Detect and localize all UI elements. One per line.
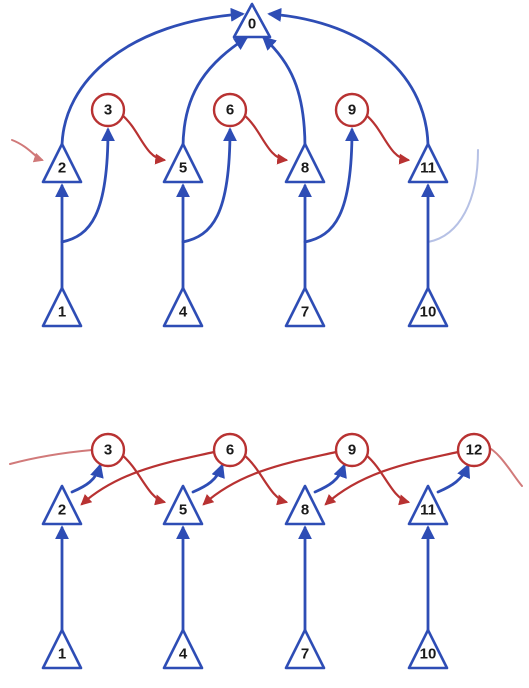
node-1-bottom: 1 — [41, 628, 83, 670]
svg-text:3: 3 — [104, 102, 112, 119]
svg-text:5: 5 — [179, 160, 187, 177]
svg-text:6: 6 — [226, 442, 234, 459]
svg-text:8: 8 — [301, 160, 309, 177]
edge-8-to-9-bottom — [313, 463, 347, 494]
svg-text:2: 2 — [58, 502, 66, 519]
edge-11-to-12-bottom — [436, 463, 471, 494]
node-2-bottom: 2 — [41, 484, 83, 526]
edge-branch-tail-right — [427, 149, 479, 243]
node-10: 10 — [407, 286, 449, 328]
svg-text:9: 9 — [348, 102, 356, 119]
node-4-bottom: 4 — [162, 628, 204, 670]
edge-8-to-0 — [261, 36, 307, 150]
svg-text:2: 2 — [58, 160, 66, 177]
edge-5-to-6-bottom — [191, 463, 225, 494]
svg-text:11: 11 — [420, 502, 436, 519]
svg-text:10: 10 — [420, 646, 437, 663]
node-10-bottom: 10 — [407, 628, 449, 670]
node-7-bottom: 7 — [284, 628, 326, 670]
edge-12-to-8-bottom — [324, 450, 460, 506]
edge-11-to-0 — [267, 7, 430, 150]
edge-9-to-5-bottom — [202, 450, 338, 506]
edge-branch-to-9 — [303, 127, 359, 244]
node-6-bottom: 6 — [212, 432, 248, 468]
node-4: 4 — [162, 286, 204, 328]
edge-5-to-0 — [181, 36, 249, 150]
edge-red-tail-left — [9, 449, 93, 465]
edge-red-tail-right — [485, 445, 523, 487]
svg-text:7: 7 — [301, 646, 309, 663]
svg-text:1: 1 — [58, 304, 66, 321]
edge-branch-to-3 — [60, 127, 115, 244]
node-9: 9 — [334, 92, 370, 128]
node-7: 7 — [284, 286, 326, 328]
node-3-bottom: 3 — [90, 432, 126, 468]
svg-text:3: 3 — [104, 442, 112, 459]
node-6: 6 — [212, 92, 248, 128]
svg-text:11: 11 — [420, 160, 436, 177]
edge-9-to-11-bottom — [364, 453, 411, 506]
node-11: 11 — [407, 142, 449, 184]
edge-3-to-5-bottom — [120, 453, 167, 506]
node-9-bottom: 9 — [334, 432, 370, 468]
svg-text:1: 1 — [58, 646, 66, 663]
svg-text:4: 4 — [179, 646, 188, 663]
svg-text:8: 8 — [301, 502, 309, 519]
top-diagram: 0 2 5 8 11 1 4 7 — [11, 2, 479, 328]
svg-text:9: 9 — [348, 442, 356, 459]
svg-text:7: 7 — [301, 304, 309, 321]
node-5: 5 — [162, 142, 204, 184]
edge-9-to-11 — [364, 113, 411, 165]
node-5-bottom: 5 — [162, 484, 204, 526]
node-8-bottom: 8 — [284, 484, 326, 526]
svg-text:0: 0 — [248, 16, 256, 33]
svg-text:6: 6 — [226, 102, 234, 119]
node-2: 2 — [41, 142, 83, 184]
edge-red-in-to-2 — [11, 139, 44, 163]
edge-6-to-2-bottom — [80, 450, 216, 506]
edge-3-to-5 — [120, 113, 167, 165]
edge-6-to-8-bottom — [242, 453, 289, 506]
edge-2-to-3-bottom — [70, 463, 104, 494]
node-0: 0 — [232, 2, 272, 39]
bottom-diagram: 2 5 8 11 1 4 7 10 — [9, 432, 523, 670]
edge-branch-to-6 — [181, 127, 237, 244]
edge-2-to-0 — [60, 7, 245, 150]
node-1: 1 — [41, 286, 83, 328]
svg-text:10: 10 — [420, 304, 437, 321]
node-8: 8 — [284, 142, 326, 184]
node-12-bottom: 12 — [456, 432, 492, 468]
svg-text:12: 12 — [466, 442, 483, 459]
node-11-bottom: 11 — [407, 484, 449, 526]
svg-text:4: 4 — [179, 304, 188, 321]
node-3: 3 — [90, 92, 126, 128]
edge-6-to-8 — [242, 113, 289, 165]
svg-text:5: 5 — [179, 502, 187, 519]
